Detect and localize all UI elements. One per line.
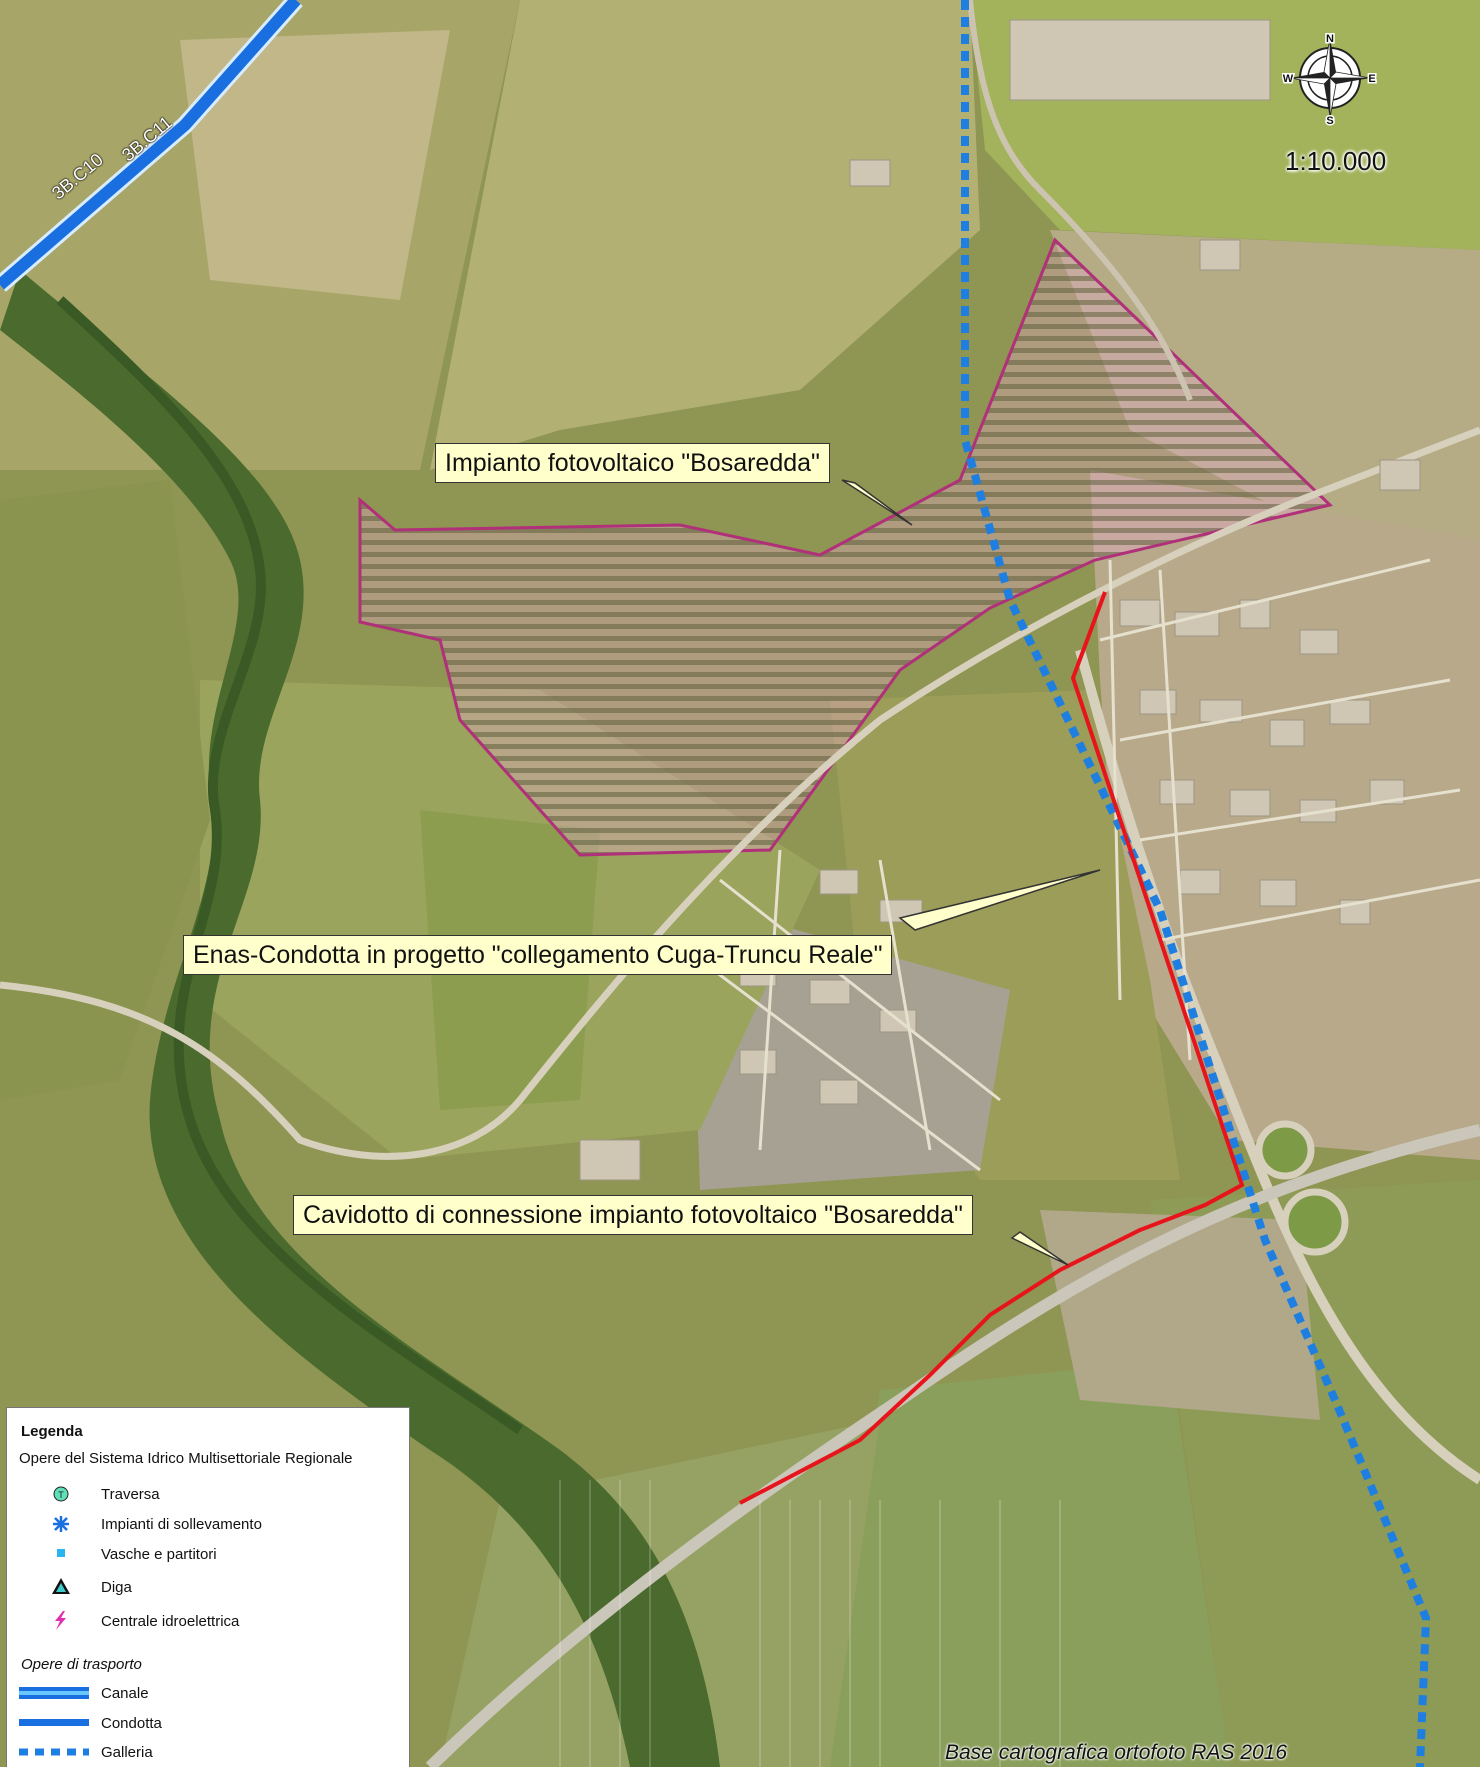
compass-n: N [1326,33,1334,45]
credit-text: Base cartografica ortofoto RAS 2016 [945,1741,1288,1764]
canale-symbol [19,1687,89,1699]
callout-plant: Impianto fotovoltaico "Bosaredda" [435,443,830,483]
compass-e: E [1368,73,1375,85]
legend-item-diga: Diga [101,1579,132,1596]
legend-subtitle-transport: Opere di trasporto [21,1656,142,1673]
legend-item-galleria: Galleria [101,1744,153,1761]
legend-subtitle: Opere del Sistema Idrico Multisettoriale… [19,1450,353,1467]
legend-item-traversa: Traversa [101,1486,160,1503]
compass-rose-icon: N S E W [1282,32,1377,127]
legend-panel: Legenda Opere del Sistema Idrico Multise… [6,1407,410,1767]
condotta-line [0,0,303,292]
legend-item-canale: Canale [101,1685,149,1702]
condotta-symbol [19,1719,89,1726]
galleria-symbol [19,1748,89,1756]
galleria-line [961,0,1431,1767]
legend-item-vasche: Vasche e partitori [101,1546,217,1563]
traversa-icon: T [53,1486,69,1502]
legend-item-centrale: Centrale idroelettrica [101,1613,240,1630]
asterisk-icon [53,1516,69,1532]
callout-cavidotto: Cavidotto di connessione impianto fotovo… [293,1195,973,1235]
callout-condotta: Enas-Condotta in progetto "collegamento … [183,935,893,975]
legend-item-sollevamento: Impianti di sollevamento [101,1516,262,1533]
svg-text:T: T [58,1490,64,1500]
legend-item-condotta: Condotta [101,1715,162,1732]
triangle-icon [52,1578,70,1594]
plant-area [358,237,1334,857]
lightning-icon [55,1611,66,1630]
compass-s: S [1326,115,1333,126]
square-icon [57,1549,65,1557]
cavidotto-line [739,591,1245,1505]
compass-w: W [1283,73,1294,85]
scale-label: 1:10.000 [1285,146,1387,176]
legend-title: Legenda [21,1423,83,1440]
